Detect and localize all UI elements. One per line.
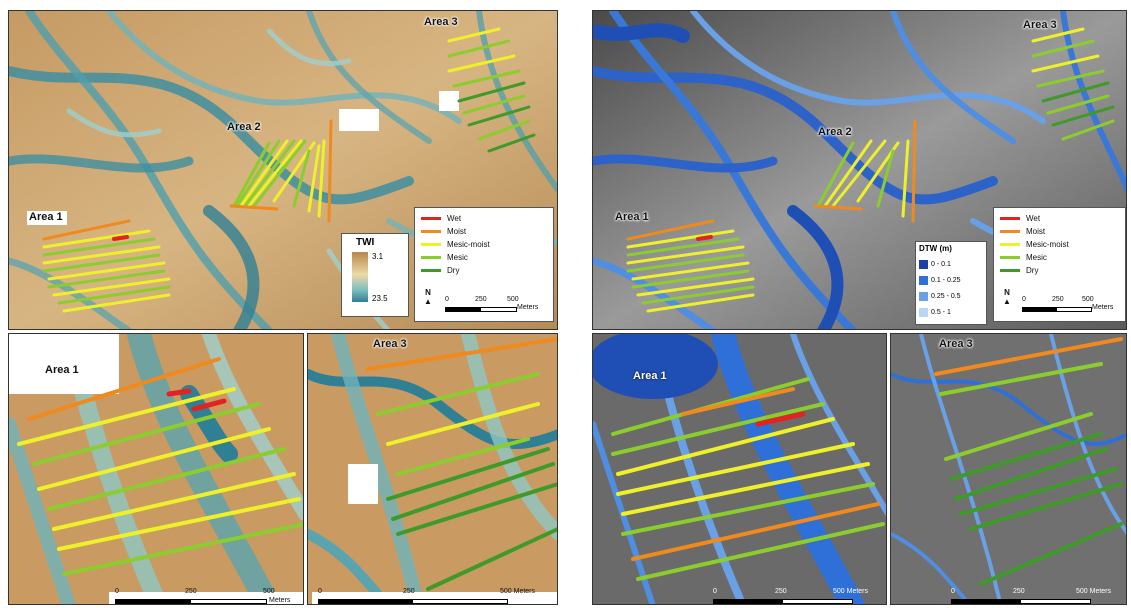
area1-twi-zoom-map: Area 1 0 250 500 Meters: [8, 333, 304, 605]
legend-dry: Dry: [1026, 266, 1039, 275]
dtw-legend-title: DTW (m): [919, 244, 952, 253]
legend-mesic-moist: Mesic-moist: [447, 240, 490, 249]
area3-label: Area 3: [939, 338, 973, 350]
area1-label: Area 1: [29, 211, 63, 223]
north-arrow-icon: N▲: [1003, 288, 1011, 306]
moisture-class-legend: Wet Moist Mesic-moist Mesic Dry N▲ 0 250…: [993, 207, 1126, 322]
legend-dry: Dry: [447, 266, 460, 275]
area3-twi-terrain: [308, 334, 557, 604]
scale-bar: 0 250 500 Meters: [1022, 296, 1114, 312]
twi-overview-map: Area 1 Area 2 Area 3 TWI 3.1 23.5 Wet Mo…: [8, 10, 558, 330]
legend-moist: Moist: [1026, 227, 1046, 236]
area3-dtw-zoom-map: Area 3 0 250 500 Meters: [890, 333, 1127, 605]
area1-dtw-zoom-map: Area 1 0 250 500 Meters: [592, 333, 887, 605]
moisture-class-legend: Wet Moist Mesic-moist Mesic Dry N▲ 0 250…: [414, 207, 554, 322]
area3-dtw-terrain: [891, 334, 1126, 604]
area1-dtw-terrain: [593, 334, 886, 604]
scale-bar: 0 250 500 Meters: [115, 588, 291, 604]
twi-legend-title: TWI: [356, 237, 375, 248]
scale-bar: 0 250 500 Meters: [951, 588, 1126, 604]
twi-legend: TWI 3.1 23.5: [341, 233, 409, 317]
twi-color-ramp: [352, 252, 368, 302]
dtw-class-1: 0 - 0.1: [931, 260, 951, 268]
area1-twi-terrain: [9, 334, 303, 604]
scale-bar: 0 250 500 Meters: [318, 588, 556, 604]
area2-transects: [229, 119, 333, 223]
area1-label: Area 1: [633, 370, 667, 382]
area1-label: Area 1: [45, 364, 79, 376]
legend-mesic: Mesic: [447, 253, 468, 262]
area3-transects: [447, 27, 536, 153]
legend-wet: Wet: [1026, 214, 1041, 223]
scale-bar: 0 250 500 Meters: [713, 588, 885, 604]
area2-label: Area 2: [818, 126, 852, 138]
dtw-class-4: 0.5 - 1: [931, 308, 951, 316]
area3-label: Area 3: [424, 16, 458, 28]
dtw-class-3: 0.25 - 0.5: [931, 292, 961, 300]
area3-label: Area 3: [373, 338, 407, 350]
dtw-legend: DTW (m) 0 - 0.1 0.1 - 0.25 0.25 - 0.5 0.…: [915, 241, 987, 325]
area3-label: Area 3: [1023, 19, 1057, 31]
area3-twi-zoom-map: Area 3 0 250 500 Meters: [307, 333, 558, 605]
north-arrow-icon: N▲: [424, 288, 432, 306]
twi-overview-terrain: [9, 11, 557, 329]
dtw-class-2: 0.1 - 0.25: [931, 276, 961, 284]
legend-moist: Moist: [447, 227, 467, 236]
dtw-overview-map: Area 1 Area 2 Area 3 DTW (m) 0 - 0.1 0.1…: [592, 10, 1127, 330]
legend-wet: Wet: [447, 214, 462, 223]
scale-bar: 0 250 500 Meters: [445, 296, 539, 312]
area1-transects: [42, 219, 171, 313]
twi-legend-high: 3.1: [372, 252, 384, 261]
twi-legend-low: 23.5: [372, 294, 388, 303]
legend-mesic: Mesic: [1026, 253, 1047, 262]
area2-label: Area 2: [227, 121, 261, 133]
area1-label: Area 1: [615, 211, 649, 223]
legend-mesic-moist: Mesic-moist: [1026, 240, 1069, 249]
